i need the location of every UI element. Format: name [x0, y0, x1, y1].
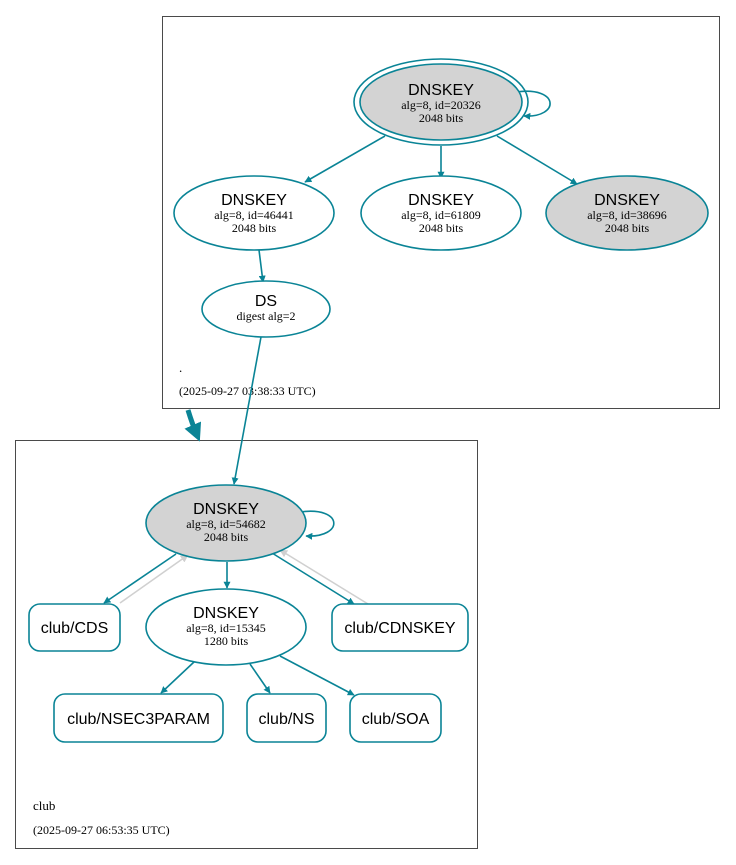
zone-timestamp-club: (2025-09-27 06:53:35 UTC): [33, 823, 170, 837]
node-club-soa[interactable]: club/SOA: [349, 693, 442, 743]
node-club-nsec3param[interactable]: club/NSEC3PARAM: [53, 693, 224, 743]
delegation-arrow: [184, 409, 202, 442]
node-detail: alg=8, id=38696: [587, 208, 667, 222]
edge-root-ksk-to-46441: [304, 135, 386, 183]
node-detail: alg=8, id=54682: [186, 517, 266, 531]
node-detail: 2048 bits: [232, 221, 277, 235]
node-title: DNSKEY: [408, 82, 474, 99]
edge-46441-to-ds: [258, 249, 266, 283]
zone-box-club: [15, 440, 478, 849]
node-detail: alg=8, id=61809: [401, 208, 481, 222]
node-root-ksk[interactable]: DNSKEY alg=8, id=20326 2048 bits: [353, 58, 529, 146]
node-detail: 2048 bits: [605, 221, 650, 235]
node-root-dnskey-46441[interactable]: DNSKEY alg=8, id=46441 2048 bits: [173, 175, 335, 251]
node-title: DNSKEY: [221, 192, 287, 209]
node-title: DS: [255, 293, 277, 310]
edge-cds-to-club-ksk: [119, 554, 189, 604]
zone-name-root: .: [179, 360, 182, 375]
edge-root-ksk-self: [515, 90, 551, 120]
node-detail: 2048 bits: [419, 221, 464, 235]
edge-club-ksk-to-cdnskey: [271, 552, 355, 605]
node-club-ksk[interactable]: DNSKEY alg=8, id=54682 2048 bits: [145, 484, 307, 562]
edge-zsk-to-nsec3param: [160, 661, 195, 694]
node-detail: alg=8, id=20326: [401, 98, 481, 112]
node-root-dnskey-38696[interactable]: DNSKEY alg=8, id=38696 2048 bits: [545, 175, 709, 251]
edge-club-ksk-to-cds: [103, 553, 177, 604]
edge-club-ksk-self: [299, 510, 335, 540]
node-detail: 1280 bits: [204, 634, 249, 648]
node-label: club/NS: [258, 711, 314, 728]
node-detail: alg=8, id=46441: [214, 208, 294, 222]
node-detail: 2048 bits: [419, 111, 464, 125]
zone-name-club: club: [33, 798, 55, 813]
node-club-zsk[interactable]: DNSKEY alg=8, id=15345 1280 bits: [145, 588, 307, 666]
zone-box-root: [162, 16, 720, 409]
zone-timestamp-root: (2025-09-27 03:38:33 UTC): [179, 384, 316, 398]
node-club-ns[interactable]: club/NS: [246, 693, 327, 743]
node-label: club/CDS: [41, 620, 109, 637]
node-label: club/SOA: [362, 711, 430, 728]
node-detail: 2048 bits: [204, 530, 249, 544]
node-title: DNSKEY: [408, 192, 474, 209]
node-title: DNSKEY: [193, 605, 259, 622]
node-club-cds[interactable]: club/CDS: [28, 603, 121, 652]
node-label: club/CDNSKEY: [344, 620, 455, 637]
node-root-dnskey-61809[interactable]: DNSKEY alg=8, id=61809 2048 bits: [360, 175, 522, 251]
node-title: DNSKEY: [594, 192, 660, 209]
node-title: DNSKEY: [193, 501, 259, 518]
edge-zsk-to-soa: [279, 655, 355, 696]
node-club-cdnskey[interactable]: club/CDNSKEY: [331, 603, 469, 652]
node-detail: alg=8, id=15345: [186, 621, 266, 635]
edge-ds-to-club-ksk: [231, 336, 262, 485]
node-detail: digest alg=2: [236, 309, 295, 323]
node-label: club/NSEC3PARAM: [67, 711, 210, 728]
edge-zsk-to-ns: [249, 663, 271, 694]
edge-cdnskey-to-club-ksk: [279, 549, 369, 605]
edge-root-ksk-to-38696: [496, 135, 578, 185]
node-root-ds[interactable]: DS digest alg=2: [201, 280, 331, 338]
